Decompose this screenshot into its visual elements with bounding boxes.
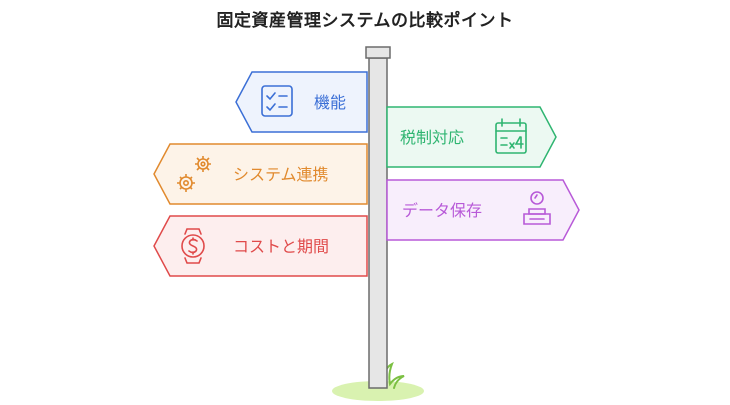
sign-system-integration: システム連携 bbox=[153, 143, 368, 205]
sign-label-cost-duration: コストと期間 bbox=[233, 237, 329, 256]
checklist-icon bbox=[261, 85, 293, 117]
diagram-title: 固定資産管理システムの比較ポイント bbox=[216, 11, 514, 31]
sign-data-storage: データ保存 bbox=[386, 179, 580, 241]
sign-label-data-storage: データ保存 bbox=[402, 201, 482, 220]
grass-base bbox=[332, 381, 424, 401]
sign-label-tax-compliance: 税制対応 bbox=[400, 128, 464, 147]
sign-cost-duration: コストと期間 bbox=[153, 215, 368, 277]
gears-icon bbox=[177, 156, 211, 192]
signpost-pole bbox=[368, 57, 388, 389]
sign-tax-compliance: 税制対応 bbox=[386, 106, 557, 168]
money-watch-icon bbox=[181, 228, 205, 264]
calendar-tax-icon bbox=[495, 118, 527, 154]
sign-label-system-integration: システム連携 bbox=[233, 165, 329, 184]
sign-label-functions: 機能 bbox=[314, 93, 346, 112]
sign-functions: 機能 bbox=[235, 71, 368, 133]
signpost-cap bbox=[365, 46, 391, 59]
database-user-icon bbox=[523, 191, 551, 225]
